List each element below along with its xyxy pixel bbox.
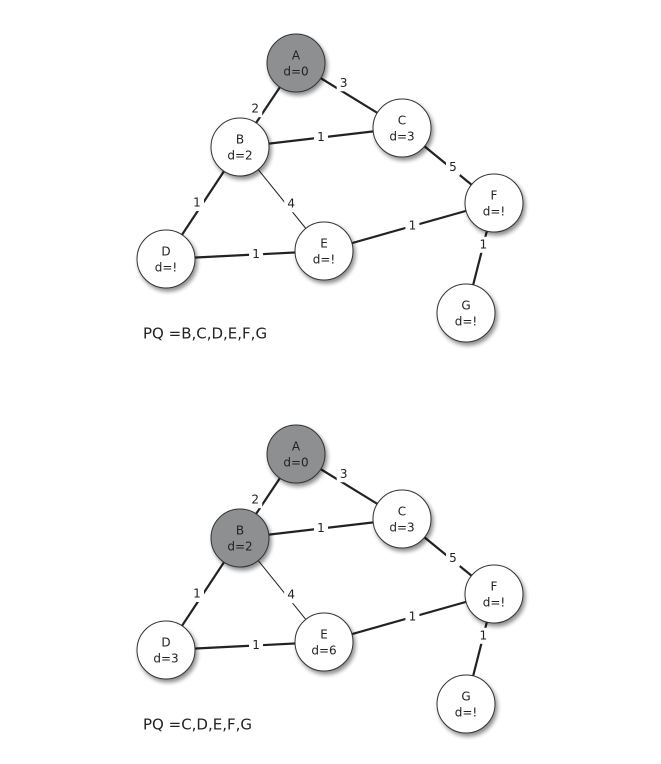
- node-distance-label: d=!: [313, 253, 335, 267]
- node-E: Ed=!: [294, 221, 354, 281]
- node-distance-label: d=!: [455, 315, 477, 329]
- node-distance-label: d=0: [283, 456, 308, 470]
- node-id-label: D: [161, 636, 170, 650]
- node-id-label: A: [292, 440, 301, 454]
- node-D: Dd=3: [136, 620, 196, 680]
- node-D: Dd=!: [136, 229, 196, 289]
- node-distance-label: d=0: [283, 65, 308, 79]
- edge-weight-label: 1: [409, 610, 417, 624]
- node-distance-label: d=!: [483, 205, 505, 219]
- node-C: Cd=3: [372, 489, 432, 549]
- node-E: Ed=6: [294, 612, 354, 672]
- node-id-label: A: [292, 49, 301, 63]
- node-circle: [210, 508, 270, 568]
- edge-weight-label: 1: [193, 196, 201, 210]
- node-id-label: C: [398, 114, 406, 128]
- node-circle: [210, 117, 270, 177]
- edge-weight-label: 4: [287, 197, 295, 211]
- node-G: Gd=!: [436, 674, 496, 734]
- edge-weight-label: 1: [252, 638, 260, 652]
- node-circle: [436, 283, 496, 343]
- node-id-label: F: [491, 580, 498, 594]
- node-A: Ad=0: [266, 33, 326, 93]
- edge-weight-label: 1: [252, 247, 260, 261]
- node-distance-label: d=!: [155, 261, 177, 275]
- node-circle: [136, 229, 196, 289]
- node-distance-label: d=6: [311, 644, 336, 658]
- node-G: Gd=!: [436, 283, 496, 343]
- node-circle: [436, 674, 496, 734]
- node-distance-label: d=!: [455, 706, 477, 720]
- node-distance-label: d=3: [153, 652, 178, 666]
- edge-weight-label: 4: [287, 588, 295, 602]
- node-id-label: G: [461, 690, 470, 704]
- node-F: Fd=!: [464, 564, 524, 624]
- priority-queue-label: PQ =C,D,E,F,G: [143, 716, 252, 734]
- node-distance-label: d=2: [227, 540, 252, 554]
- priority-queue-label: PQ =B,C,D,E,F,G: [143, 325, 267, 343]
- node-id-label: D: [161, 245, 170, 259]
- edge-weight-label: 5: [449, 551, 457, 565]
- node-distance-label: d=!: [483, 596, 505, 610]
- edge-weight-label: 5: [449, 160, 457, 174]
- edge-weight-label: 1: [317, 521, 325, 535]
- node-distance-label: d=2: [227, 149, 252, 163]
- node-F: Fd=!: [464, 173, 524, 233]
- node-id-label: E: [320, 237, 328, 251]
- node-circle: [294, 221, 354, 281]
- node-id-label: B: [236, 133, 244, 147]
- node-B: Bd=2: [210, 117, 270, 177]
- node-B: Bd=2: [210, 508, 270, 568]
- node-C: Cd=3: [372, 98, 432, 158]
- edge-weight-label: 1: [317, 130, 325, 144]
- node-circle: [464, 564, 524, 624]
- edge-weight-label: 1: [480, 628, 488, 642]
- node-id-label: G: [461, 299, 470, 313]
- node-circle: [136, 620, 196, 680]
- node-circle: [266, 424, 326, 484]
- node-distance-label: d=3: [389, 521, 414, 535]
- node-id-label: F: [491, 189, 498, 203]
- edge-weight-label: 2: [251, 102, 259, 116]
- edge-weight-label: 1: [193, 587, 201, 601]
- node-circle: [372, 98, 432, 158]
- node-A: Ad=0: [266, 424, 326, 484]
- edge-weight-label: 1: [480, 237, 488, 251]
- edge-weight-label: 3: [340, 76, 348, 90]
- node-id-label: B: [236, 524, 244, 538]
- edge-weight-label: 3: [340, 467, 348, 481]
- node-circle: [372, 489, 432, 549]
- node-id-label: E: [320, 628, 328, 642]
- node-id-label: C: [398, 505, 406, 519]
- node-circle: [294, 612, 354, 672]
- edge-weight-label: 1: [409, 219, 417, 233]
- node-circle: [266, 33, 326, 93]
- node-circle: [464, 173, 524, 233]
- node-distance-label: d=3: [389, 130, 414, 144]
- edge-weight-label: 2: [251, 493, 259, 507]
